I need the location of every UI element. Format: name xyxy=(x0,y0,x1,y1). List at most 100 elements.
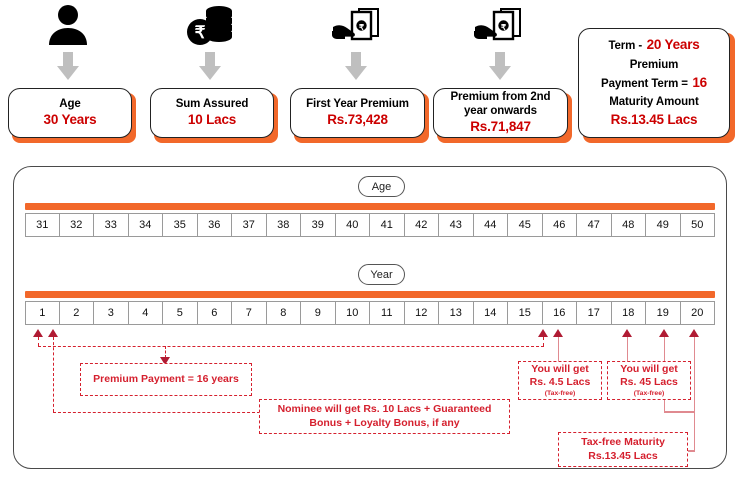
card-age: Age 30 Years xyxy=(8,88,132,138)
age-cell: 40 xyxy=(335,213,370,237)
year-cell: 5 xyxy=(163,301,198,325)
hand-cash-icon: ₹ xyxy=(331,7,381,50)
age-cell: 43 xyxy=(439,213,474,237)
arrow-up-year19-maturity xyxy=(659,329,669,337)
card-sum-assured-value: 10 Lacs xyxy=(187,111,237,127)
connector-year18-payout xyxy=(626,336,629,363)
age-pill-label: Age xyxy=(358,176,405,197)
callout-premium-payment: Premium Payment = 16 years xyxy=(80,363,252,396)
card-age-value: 30 Years xyxy=(43,111,97,127)
year-cell: 16 xyxy=(542,301,577,325)
connector-year1-nominee-vertical xyxy=(53,337,54,412)
year-cell: 13 xyxy=(439,301,474,325)
age-cell: 49 xyxy=(646,213,681,237)
callout-maturity-line1: Tax-free Maturity xyxy=(581,436,665,449)
arrow-up-year16-payout xyxy=(553,329,563,337)
year-cell: 9 xyxy=(301,301,336,325)
year-cell: 19 xyxy=(646,301,681,325)
age-cell: 32 xyxy=(59,213,94,237)
svg-text:₹: ₹ xyxy=(359,23,364,32)
summary-term-value: 20 Years xyxy=(646,36,700,52)
callout-payout-year18-line2: Rs. 45 Lacs xyxy=(620,375,678,388)
summary-maturity-value-row: Rs.13.45 Lacs xyxy=(611,111,698,130)
age-cell: 45 xyxy=(508,213,543,237)
year-cell: 7 xyxy=(232,301,267,325)
summary-premium-row: Premium xyxy=(630,55,679,74)
age-cell: 35 xyxy=(163,213,198,237)
connector-year1-nominee-horizontal xyxy=(53,412,260,413)
year-cell: 2 xyxy=(59,301,94,325)
age-cell: 41 xyxy=(370,213,405,237)
callout-nominee-line2: Bonus + Loyalty Bonus, if any xyxy=(309,416,460,429)
summary-maturity-value: Rs.13.45 Lacs xyxy=(610,112,698,128)
summary-maturity-label: Maturity Amount xyxy=(609,96,699,109)
card-first-year-premium-value: Rs.73,428 xyxy=(327,111,388,127)
down-arrow-icon xyxy=(199,52,221,80)
age-cell: 31 xyxy=(25,213,60,237)
age-cell: 48 xyxy=(611,213,646,237)
arrow-up-year16-bracket xyxy=(538,329,548,337)
svg-text:₹: ₹ xyxy=(195,23,206,42)
summary-payment-term-row: Payment Term = 16 xyxy=(601,74,707,93)
down-arrow-icon xyxy=(489,52,511,80)
card-first-year-premium-label: First Year Premium xyxy=(306,98,409,111)
connector-year1-bracket-vertical xyxy=(38,337,39,346)
age-cell: 37 xyxy=(232,213,267,237)
callout-payout-year16-line2: Rs. 4.5 Lacs xyxy=(529,375,591,388)
age-cell: 39 xyxy=(301,213,336,237)
year-cell: 12 xyxy=(404,301,439,325)
age-cell: 38 xyxy=(266,213,301,237)
year-cell: 10 xyxy=(335,301,370,325)
age-accent-bar xyxy=(25,203,715,210)
summary-maturity-row: Maturity Amount xyxy=(609,92,699,111)
year-cell: 17 xyxy=(577,301,612,325)
age-cell: 34 xyxy=(128,213,163,237)
callout-payout-year18: You will get Rs. 45 Lacs (Tax-free) xyxy=(607,361,691,400)
card-sum-assured-label: Sum Assured xyxy=(175,98,249,111)
card-premium-from-2nd-year-label: Premium from 2nd year onwards xyxy=(450,91,551,118)
connector-year16-payout xyxy=(557,336,560,363)
callout-nominee: Nominee will get Rs. 10 Lacs + Guarantee… xyxy=(259,399,510,434)
year-cell: 1 xyxy=(25,301,60,325)
year-cell: 6 xyxy=(197,301,232,325)
callout-maturity: Tax-free Maturity Rs.13.45 Lacs xyxy=(558,432,688,467)
callout-maturity-line2: Rs.13.45 Lacs xyxy=(588,449,658,462)
hand-cash-icon: ₹ xyxy=(473,7,523,50)
year-cell: 18 xyxy=(611,301,646,325)
card-premium-from-2nd-year: Premium from 2nd year onwards Rs.71,847 xyxy=(433,88,568,138)
callout-payout-year16: You will get Rs. 4.5 Lacs (Tax-free) xyxy=(518,361,602,400)
card-premium-from-2nd-year-value: Rs.71,847 xyxy=(470,118,531,134)
svg-text:₹: ₹ xyxy=(501,23,506,32)
down-arrow-icon xyxy=(345,52,367,80)
arrow-up-year1-nominee xyxy=(48,329,58,337)
age-cell: 36 xyxy=(197,213,232,237)
arrow-down-premium-box xyxy=(160,357,170,365)
age-cell: 44 xyxy=(473,213,508,237)
connector-year16-bracket-vertical xyxy=(543,337,544,346)
year-cell: 20 xyxy=(680,301,715,325)
callout-payout-year18-note: (Tax-free) xyxy=(633,389,665,397)
year-cell: 14 xyxy=(473,301,508,325)
year-accent-bar xyxy=(25,291,715,298)
age-cell: 46 xyxy=(542,213,577,237)
year-pill-label: Year xyxy=(358,264,405,285)
coin-stack-rupee-icon: ₹ xyxy=(185,4,237,51)
age-cell: 47 xyxy=(577,213,612,237)
year-cell: 3 xyxy=(94,301,129,325)
arrow-up-year1-bracket xyxy=(33,329,43,337)
connector-premium-bracket xyxy=(38,346,544,347)
down-arrow-icon xyxy=(57,52,79,80)
card-age-label: Age xyxy=(59,98,81,111)
arrow-up-year18-payout xyxy=(622,329,632,337)
callout-payout-year16-note: (Tax-free) xyxy=(544,389,576,397)
year-cell: 11 xyxy=(370,301,405,325)
summary-term-label: Term - xyxy=(608,39,643,52)
callout-nominee-line1: Nominee will get Rs. 10 Lacs + Guarantee… xyxy=(277,403,492,416)
connector-year20-maturity-vertical xyxy=(693,336,696,452)
age-cell: 33 xyxy=(94,213,129,237)
card-first-year-premium: First Year Premium Rs.73,428 xyxy=(290,88,425,138)
summary-term-row: Term - 20 Years xyxy=(608,36,699,55)
callout-payout-year16-line1: You will get xyxy=(531,362,589,375)
card-summary: Term - 20 Years Premium Payment Term = 1… xyxy=(578,28,730,138)
